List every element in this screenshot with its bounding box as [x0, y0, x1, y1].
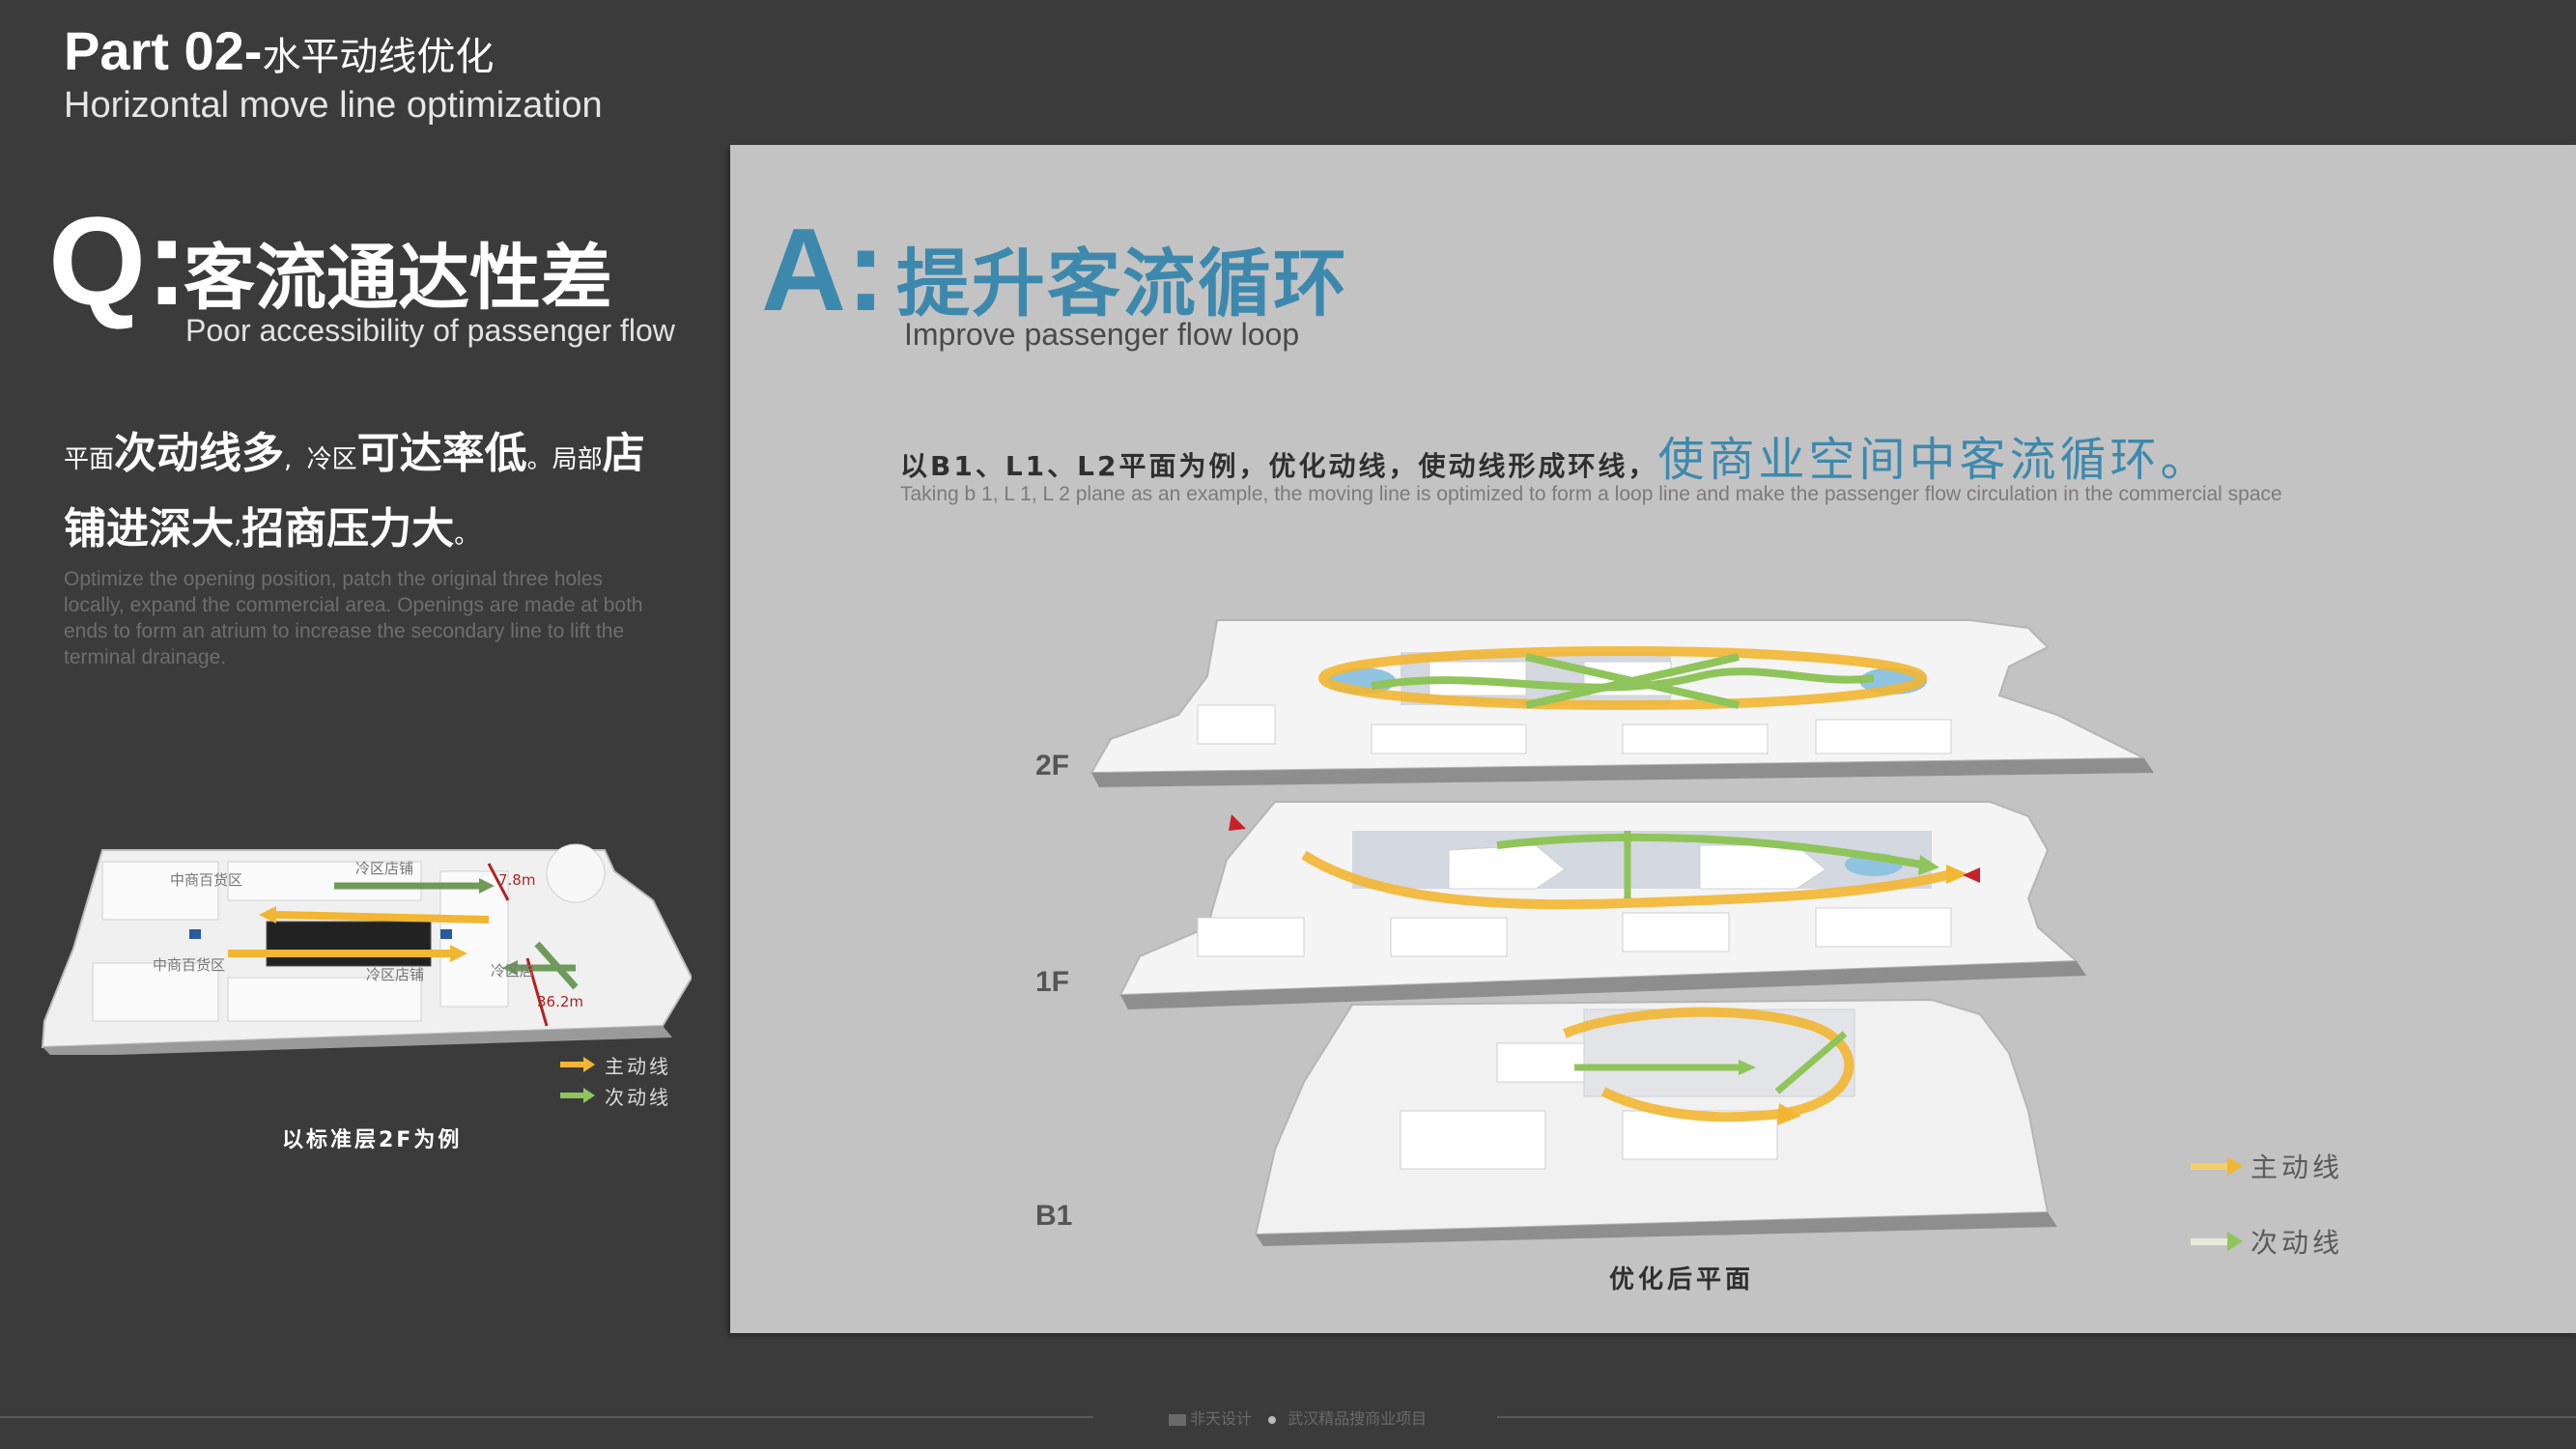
answer-subtitle: Improve passenger flow loop — [904, 317, 1300, 352]
answer-intro-highlight: 使商业空间中客流循环。 — [1657, 433, 2211, 487]
right-legend-main-label: 主动线 — [2250, 1151, 2344, 1183]
plan-label-cold-top: 冷区店铺 — [355, 860, 413, 877]
body-sep-2: 。 — [526, 445, 552, 474]
plan-label-zone-a: 中商百货区 — [170, 871, 242, 889]
question-letter: Q: — [48, 190, 188, 331]
main-line-icon — [2191, 1156, 2243, 1176]
floor-1f-plan — [1118, 801, 2086, 1009]
left-legend-main: 主动线 — [560, 1049, 671, 1080]
secondary-line-icon — [2191, 1232, 2243, 1251]
body-big-2: 可达率低 — [356, 429, 527, 478]
page-title: Part 02-水平动线优化 — [64, 19, 494, 82]
dim-line-right — [525, 957, 549, 1027]
answer-intro: 以B1、L1、L2平面为例，优化动线，使动线形成环线，使商业空间中客流循环。 — [900, 421, 2211, 489]
dim-line-top — [487, 863, 510, 901]
floor-b1-plan — [1254, 998, 2057, 1246]
plan-label-cold-bottom: 冷区店铺 — [366, 966, 424, 983]
plan-label-zone-b: 中商百货区 — [153, 956, 225, 974]
answer-intro-zh: 以B1、L1、L2平面为例，优化动线，使动线形成环线， — [900, 450, 1658, 482]
entrance-arrow-right — [1963, 867, 1980, 883]
page-subtitle: Horizontal move line optimization — [64, 85, 603, 126]
footer-rules — [0, 1416, 2576, 1418]
answer-intro-en: Taking b 1, L 1, L 2 plane as an example… — [900, 483, 2282, 505]
left-legend-secondary: 次动线 — [560, 1080, 671, 1111]
left-main-arrow-2 — [450, 945, 467, 962]
left-main-arrow-1 — [259, 906, 276, 923]
answer-title: 提升客流循环 — [896, 241, 1348, 327]
body-small-1: 平面 — [64, 445, 115, 474]
page-title-en: Part 02- — [64, 20, 263, 81]
body-sep-4: 。 — [454, 521, 480, 550]
floor-label-b1: B1 — [1035, 1200, 1073, 1232]
stacked-floor-plans — [1090, 619, 2154, 1246]
right-legend-main: 主动线 — [2191, 1128, 2343, 1204]
left-plan-caption: 以标准层2F为例 — [282, 1128, 463, 1152]
question-body: 平面次动线多, 冷区可达率低。局部店铺进深大,招商压力大。 — [64, 419, 672, 570]
body-big-1: 次动线多 — [114, 429, 285, 478]
left-secondary-arrow-1 — [479, 878, 495, 894]
main-line-icon — [560, 1057, 595, 1072]
left-legend-secondary-label: 次动线 — [605, 1085, 671, 1109]
answer-letter: A: — [761, 204, 886, 335]
footer-project: 武汉精品搜商业项目 — [1288, 1409, 1428, 1428]
plan-dim-right: 36.2m — [537, 993, 583, 1010]
floor-label-1f: 1F — [1035, 966, 1070, 998]
footer-dot-icon — [1268, 1415, 1277, 1424]
body-big-4: 招商压力大 — [241, 504, 455, 554]
secondary-line-icon — [560, 1088, 595, 1103]
right-legend-secondary-label: 次动线 — [2250, 1227, 2344, 1259]
question-subtitle: Poor accessibility of passenger flow — [185, 313, 675, 348]
question-title: 客流通达性差 — [184, 237, 612, 320]
floor-2f-plan — [1090, 619, 2154, 787]
body-small-3: 局部 — [552, 445, 603, 474]
floor-label-2f: 2F — [1035, 750, 1070, 781]
plan-label-cold-right: 冷区店 — [491, 962, 534, 980]
body-big-3: 店铺进深大 — [64, 429, 645, 554]
plan-dim-top: 7.8m — [498, 871, 535, 889]
question-description: Optimize the opening position, patch the… — [64, 568, 643, 668]
body-sep-3: , — [234, 521, 242, 550]
left-legend-main-label: 主动线 — [605, 1054, 671, 1078]
body-sep-1: , — [284, 445, 293, 474]
left-legend: 主动线 次动线 — [560, 1049, 671, 1111]
right-legend-secondary: 次动线 — [2191, 1204, 2343, 1279]
brand-logo-icon — [1169, 1413, 1186, 1426]
optimized-plan-caption: 优化后平面 — [1609, 1265, 1755, 1294]
right-legend: 主动线 次动线 — [2191, 1128, 2343, 1279]
left-secondary-arrow-2 — [502, 960, 518, 976]
entrance-arrow-left — [1229, 814, 1246, 831]
left-floor-plan: 中商百货区 中商百货区 冷区店铺 冷区店铺 冷区店 7.8m 36.2m — [41, 843, 692, 1055]
body-small-2: 冷区 — [306, 445, 357, 474]
footer-credit: 非天设计 武汉精品搜商业项目 — [1169, 1406, 1427, 1429]
page-title-zh: 水平动线优化 — [262, 35, 495, 79]
footer-brand: 非天设计 — [1190, 1409, 1253, 1428]
